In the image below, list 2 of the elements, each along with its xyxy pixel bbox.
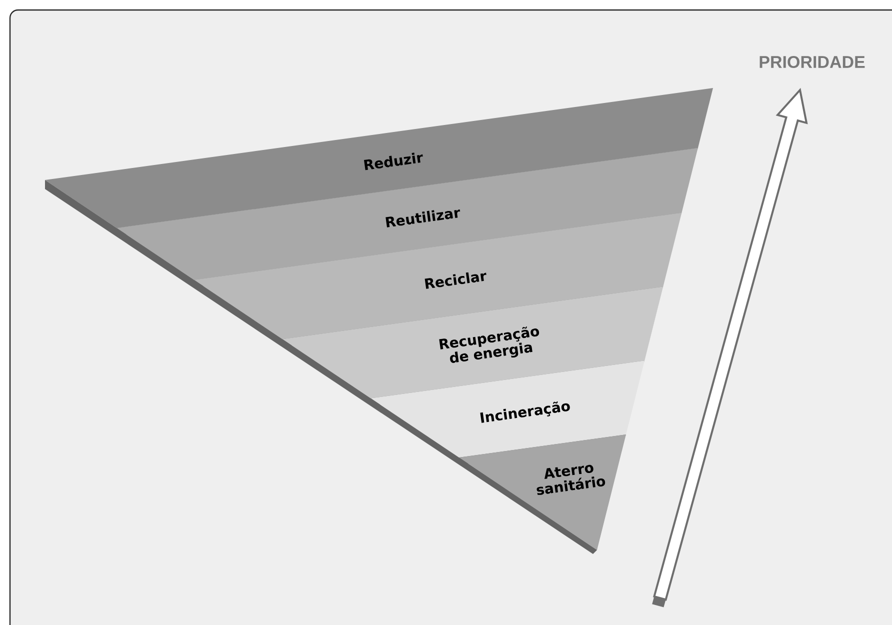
pyramid-band: Aterro sanitário bbox=[459, 434, 626, 550]
axis-label: PRIORIDADE bbox=[760, 56, 865, 68]
